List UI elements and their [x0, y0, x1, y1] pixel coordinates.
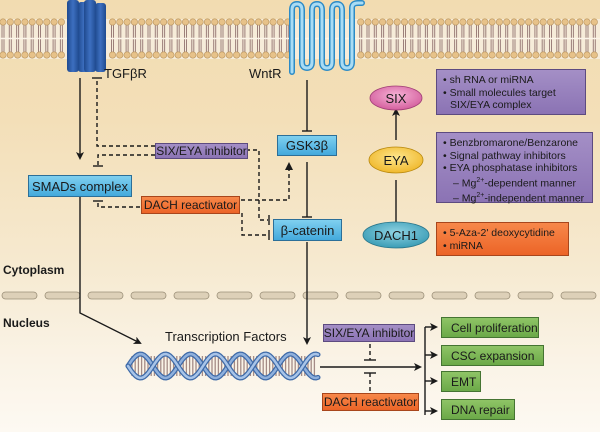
- eya-node: EYA: [383, 152, 409, 168]
- inhibit-six-eya-to-bcatenin: [246, 149, 268, 221]
- tgfbr-receptor-icon: [67, 0, 106, 72]
- nuclear-pore-segment: [474, 291, 511, 300]
- dach-reactivator-cytoplasm: DACH reactivator: [141, 196, 240, 214]
- panel-subitem: – Mg2+-independent manner: [453, 191, 585, 205]
- inhibit-six-eya-to-tgfbr: [96, 78, 155, 147]
- inhibit-six-eya-to-smads: [97, 154, 155, 166]
- dna-helix-icon: [125, 351, 321, 381]
- gsk3b-node: GSK3β: [277, 135, 337, 156]
- panel-item: • Benzbromarone/Benzarone: [443, 137, 579, 149]
- nuclear-pore-segment: [173, 291, 210, 300]
- eya-targeting-panel: • Benzbromarone/Benzarone • Signal pathw…: [436, 132, 593, 205]
- six-eya-inhibitor-nucleus: SIX/EYA inhibitor: [323, 324, 415, 342]
- beta-catenin-node: β-catenin: [273, 219, 342, 241]
- inhibit-dach-to-bcatenin: [241, 213, 268, 236]
- wntr-receptor-icon: [289, 0, 365, 75]
- smads-complex-node: SMADs complex: [28, 175, 132, 197]
- eya-oval: [368, 146, 424, 174]
- wntr-label: WntR: [249, 66, 282, 81]
- modulator-lines: [96, 78, 371, 392]
- nuclear-pore-segment: [130, 291, 167, 300]
- six-targeting-panel: • sh RNA or miRNA • Small molecules targ…: [436, 69, 586, 115]
- dach-targeting-panel: • 5-Aza-2' deoxycytidine • miRNA: [436, 222, 569, 256]
- nuclear-pore-segment: [517, 291, 554, 300]
- nuclear-pore-segment: [216, 291, 253, 300]
- nuclear-envelope: [1, 291, 597, 300]
- nuclear-pore-segment: [431, 291, 468, 300]
- arrow-dach-to-gsk3b: [241, 166, 290, 201]
- panel-item: • Small molecules target: [443, 86, 556, 99]
- inhibit-dach-to-smads: [97, 201, 140, 208]
- dach1-node: DACH1: [373, 227, 419, 243]
- six-oval: [369, 85, 423, 111]
- outcome-cell-proliferation: Cell proliferation: [441, 317, 539, 338]
- panel-item: • 5-Aza-2' deoxycytidine: [443, 227, 555, 239]
- nuclear-pore-segment: [302, 291, 339, 300]
- panel-item: • Signal pathway inhibitors: [443, 149, 566, 162]
- six-eya-inhibitor-cytoplasm: SIX/EYA inhibitor: [155, 143, 248, 159]
- nucleus-label: Nucleus: [3, 316, 50, 330]
- nuclear-pore-segment: [1, 291, 38, 300]
- nuclear-pore-segment: [87, 291, 124, 300]
- panel-item: SIX/EYA complex: [450, 99, 532, 111]
- nuclear-pore-segment: [345, 291, 382, 300]
- panel-item: • EYA phosphatase inhibitors: [443, 162, 578, 174]
- dach-reactivator-nucleus: DACH reactivator: [322, 393, 419, 411]
- panel-subitem: – Mg2+-dependent manner: [453, 176, 576, 190]
- six-node: SIX: [385, 90, 407, 106]
- transcription-factors-label: Transcription Factors: [165, 329, 287, 344]
- panel-item: • sh RNA or miRNA: [443, 74, 534, 86]
- outcome-dna-repair: DNA repair: [441, 399, 515, 420]
- arrow-smads-to-dna: [79, 177, 142, 344]
- pathway-lines: [76, 78, 438, 415]
- nuclear-pore-segment: [388, 291, 425, 300]
- outcome-emt: EMT: [441, 371, 481, 392]
- dach1-oval: [362, 221, 430, 249]
- nuclear-pore-segment: [44, 291, 81, 300]
- cytoplasm-label: Cytoplasm: [3, 263, 65, 277]
- panel-item: • miRNA: [443, 239, 483, 252]
- nuclear-pore-segment: [259, 291, 296, 300]
- tgfbr-label: TGFβR: [104, 66, 147, 81]
- nuclear-pore-segment: [560, 291, 597, 300]
- outcome-csc-expansion: CSC expansion: [441, 345, 544, 366]
